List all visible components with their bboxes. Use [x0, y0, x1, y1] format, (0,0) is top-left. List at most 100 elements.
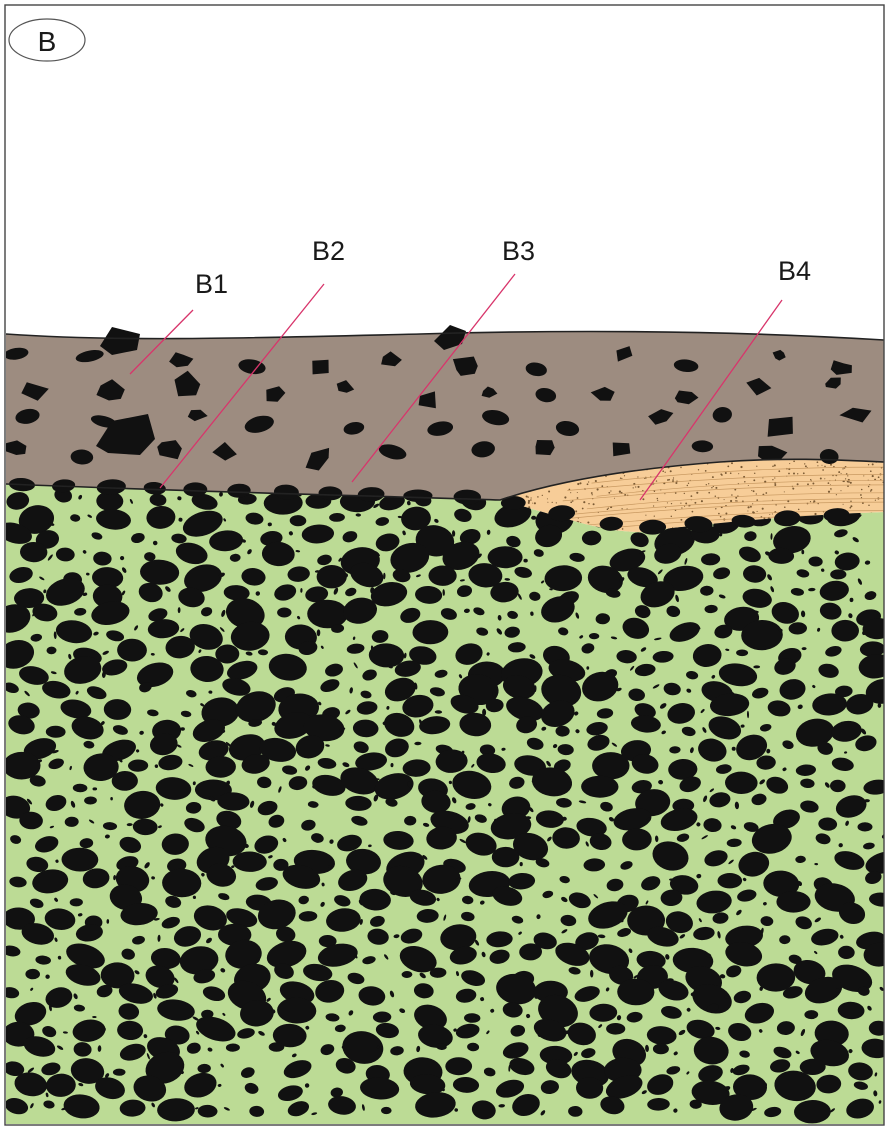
sand-grain — [610, 490, 611, 491]
sand-grain — [789, 463, 790, 464]
sand-grain — [850, 505, 852, 507]
sand-grain — [607, 508, 609, 510]
sand-grain — [753, 479, 755, 481]
sand-grain — [601, 485, 603, 487]
sand-grain — [542, 495, 543, 496]
sand-grain — [838, 471, 840, 473]
sand-grain — [715, 496, 716, 497]
sand-grain — [708, 483, 709, 484]
sand-grain — [774, 477, 775, 478]
pebble — [592, 752, 629, 780]
sand-grain — [872, 463, 874, 465]
sand-grain — [614, 498, 615, 499]
sand-grain — [753, 490, 755, 492]
sand-grain — [681, 507, 682, 508]
sand-grain — [597, 488, 599, 490]
speck — [110, 797, 113, 800]
sand-grain — [814, 513, 816, 515]
sand-grain — [842, 468, 843, 469]
sand-grain — [708, 492, 710, 494]
sand-grain — [687, 485, 688, 486]
sand-grain — [720, 516, 722, 518]
sand-grain — [572, 500, 574, 502]
sand-grain — [664, 493, 665, 494]
sand-grain — [762, 477, 763, 478]
sand-grain — [532, 503, 533, 504]
sand-grain — [778, 470, 780, 472]
sand-grain — [748, 485, 749, 486]
sand-grain — [712, 476, 714, 478]
speck — [520, 862, 523, 866]
callout-b1: B1 — [195, 269, 228, 299]
sand-grain — [822, 469, 824, 471]
sand-grain — [731, 462, 733, 464]
sand-grain — [642, 498, 644, 500]
sand-grain — [784, 506, 786, 508]
pebble — [857, 822, 872, 831]
sand-grain — [672, 527, 673, 528]
sand-grain — [765, 492, 767, 494]
sand-grain — [582, 508, 584, 510]
sand-grain — [591, 492, 593, 494]
speck — [801, 550, 804, 555]
sand-grain — [587, 483, 589, 485]
sand-grain — [608, 492, 610, 494]
sand-grain — [662, 470, 664, 472]
sand-grain — [694, 502, 696, 504]
sand-grain — [556, 502, 557, 503]
angular-clast — [768, 417, 793, 437]
sand-grain — [748, 506, 750, 508]
sand-grain — [820, 478, 822, 480]
sand-grain — [724, 499, 725, 500]
sand-grain — [792, 488, 794, 490]
sand-grain — [583, 501, 585, 503]
sand-grain — [730, 500, 732, 502]
pebble — [717, 873, 742, 888]
pebble — [277, 608, 291, 618]
sand-grain — [868, 505, 870, 507]
sand-grain — [836, 494, 837, 495]
sand-grain — [570, 501, 572, 503]
sand-grain — [830, 488, 831, 489]
sand-grain — [715, 487, 717, 489]
sand-grain — [593, 503, 595, 505]
sand-grain — [528, 502, 530, 504]
sand-grain — [772, 513, 773, 514]
sand-grain — [736, 500, 737, 501]
sand-grain — [735, 500, 736, 501]
sand-grain — [671, 516, 672, 517]
callout-b2: B2 — [312, 236, 345, 266]
sand-grain — [564, 496, 566, 498]
sand-grain — [845, 478, 846, 479]
sand-grain — [608, 508, 609, 509]
sand-grain — [547, 498, 548, 499]
sand-grain — [863, 475, 864, 476]
sand-grain — [812, 483, 814, 485]
sand-grain — [840, 490, 841, 491]
sand-grain — [730, 472, 732, 474]
sand-grain — [740, 466, 742, 468]
sand-grain — [875, 500, 876, 501]
sand-grain — [772, 479, 773, 480]
sand-grain — [725, 513, 727, 515]
sand-grain — [824, 478, 825, 479]
panel-label: B — [38, 26, 57, 57]
sand-grain — [684, 493, 685, 494]
sand-grain — [813, 502, 814, 503]
sand-grain — [685, 502, 687, 504]
sand-grain — [667, 502, 668, 503]
sand-grain — [705, 470, 707, 472]
sand-grain — [619, 491, 621, 493]
sand-grain — [788, 473, 790, 475]
sand-grain — [657, 498, 659, 500]
sand-grain — [793, 460, 795, 462]
sand-grain — [526, 496, 528, 498]
sand-grain — [754, 473, 755, 474]
sand-grain — [588, 481, 589, 482]
sand-grain — [824, 466, 826, 468]
sand-grain — [847, 475, 848, 476]
sand-grain — [821, 465, 822, 466]
sand-grain — [810, 479, 811, 480]
sand-grain — [577, 492, 578, 493]
sand-grain — [691, 495, 693, 497]
